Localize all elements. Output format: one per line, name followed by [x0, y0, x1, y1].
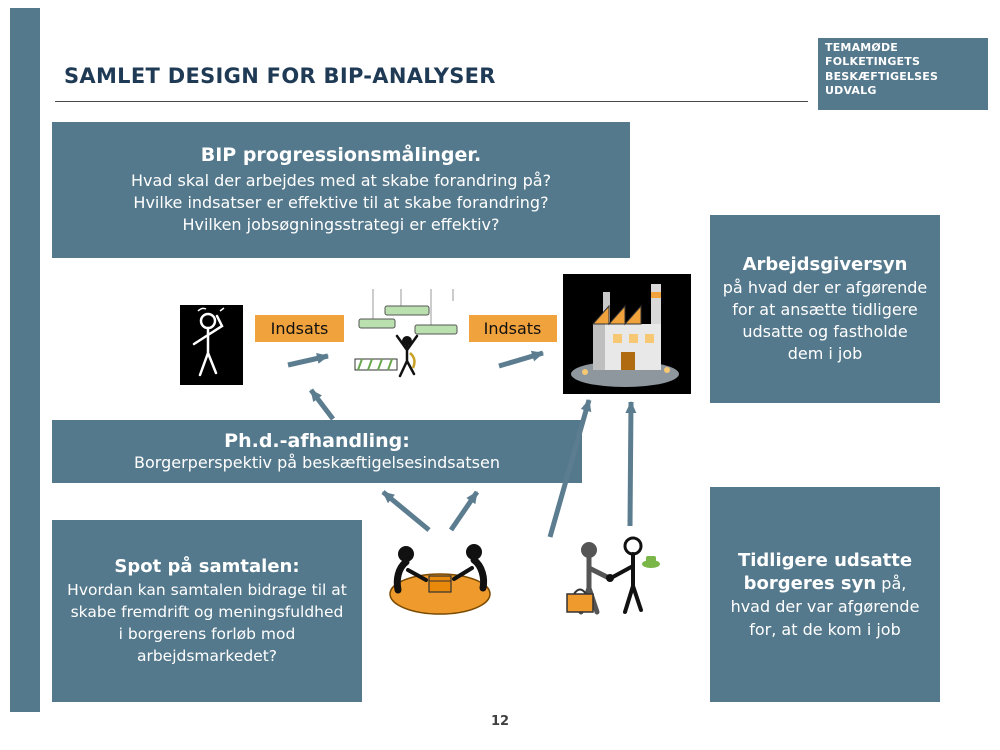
phd-box-body: Borgerperspektiv på beskæftigelsesindsat… — [134, 453, 500, 472]
page-number: 12 — [490, 714, 510, 729]
bip-progressions-box: BIP progressionsmålinger. Hvad skal der … — [52, 122, 630, 258]
bip-box-line: Hvilken jobsøgningsstrategi er effektiv? — [182, 215, 500, 234]
progress-chart-icon — [349, 289, 469, 389]
slide-title: SAMLET DESIGN FOR BIP-ANALYSER — [64, 64, 496, 88]
spot-box-body: Hvordan kan samtalen bidrage til at skab… — [67, 580, 347, 665]
arbejdsgiversyn-box: Arbejdsgiversyn på hvad der er afgørende… — [710, 215, 940, 403]
handshake-icon — [559, 528, 662, 624]
indsats-label-left: Indsats — [255, 315, 344, 342]
title-divider — [55, 101, 808, 102]
factory-icon — [563, 274, 691, 394]
left-accent-bar — [10, 8, 40, 712]
corner-line: BESKÆFTIGELSES — [825, 69, 939, 83]
corner-line: UDVALG — [825, 83, 877, 97]
tidligere-box-body: Tidligere udsatte borgeres syn på, hvad … — [723, 549, 927, 641]
thinking-person-icon — [180, 305, 243, 385]
arbejdsgiversyn-title: Arbejdsgiversyn — [742, 253, 908, 275]
tidligere-box-title: Tidligere udsatte borgeres syn — [737, 549, 913, 594]
bip-box-line: Hvilke indsatser er effektive til at ska… — [133, 193, 549, 212]
arbejdsgiversyn-body: på hvad der er afgørende for at ansætte … — [722, 277, 928, 363]
corner-line: FOLKETINGETS — [825, 55, 921, 69]
tidligere-udsatte-box: Tidligere udsatte borgeres syn på, hvad … — [710, 487, 940, 702]
indsats-label-right: Indsats — [468, 315, 557, 342]
phd-box-title: Ph.d.-afhandling: — [224, 430, 410, 452]
bip-box-title: BIP progressionsmålinger. — [200, 144, 482, 166]
spot-box-title: Spot på samtalen: — [114, 555, 300, 577]
tidligere-box-rest: på, hvad der var afgørende for, at de ko… — [730, 573, 920, 639]
phd-afhandling-box: Ph.d.-afhandling: Borgerperspektiv på be… — [52, 420, 582, 483]
corner-line: TEMAMØDE — [825, 41, 899, 54]
corner-header-box: TEMAMØDE FOLKETINGETS BESKÆFTIGELSES UDV… — [818, 38, 988, 110]
meeting-table-icon — [384, 534, 496, 620]
bip-box-line: Hvad skal der arbejdes med at skabe fora… — [130, 171, 552, 190]
spot-paa-samtalen-box: Spot på samtalen: Hvordan kan samtalen b… — [52, 520, 362, 702]
